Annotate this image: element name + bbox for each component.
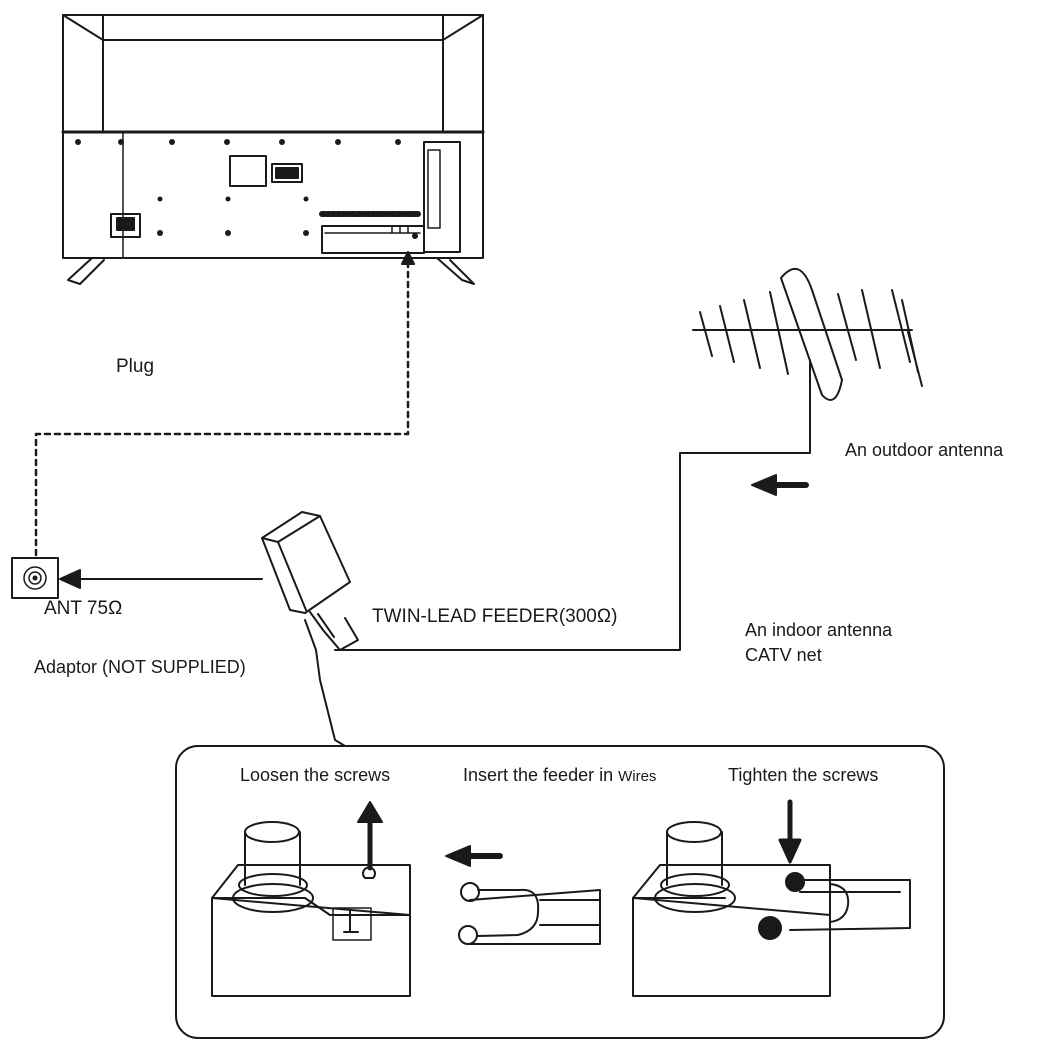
tv-rear-panel (61, 14, 485, 285)
plug-cable (34, 260, 410, 560)
detail-panel (175, 745, 945, 1039)
indoor-antenna-label: An indoor antenna (745, 620, 893, 640)
outdoor-antenna (334, 267, 923, 651)
step-tighten (632, 799, 911, 997)
ant-75-label: ANT 75Ω (44, 598, 123, 619)
loosen-screws-label: Loosen the screws (240, 765, 391, 785)
catv-net-label: CATV net (745, 645, 822, 665)
adaptor-label: Adaptor (NOT SUPPLIED) (34, 657, 246, 677)
insert-feeder-label: Insert the feeder in Wires (463, 765, 657, 785)
plug-label: Plug (116, 356, 155, 377)
outdoor-antenna-label: An outdoor antenna (845, 440, 1004, 460)
step-loosen (211, 801, 411, 997)
ant-socket (11, 557, 263, 599)
tighten-screws-label: Tighten the screws (728, 765, 879, 785)
adaptor (261, 511, 359, 747)
twin-lead-label: TWIN-LEAD FEEDER(300Ω) (372, 606, 618, 627)
step-insert (445, 845, 601, 945)
